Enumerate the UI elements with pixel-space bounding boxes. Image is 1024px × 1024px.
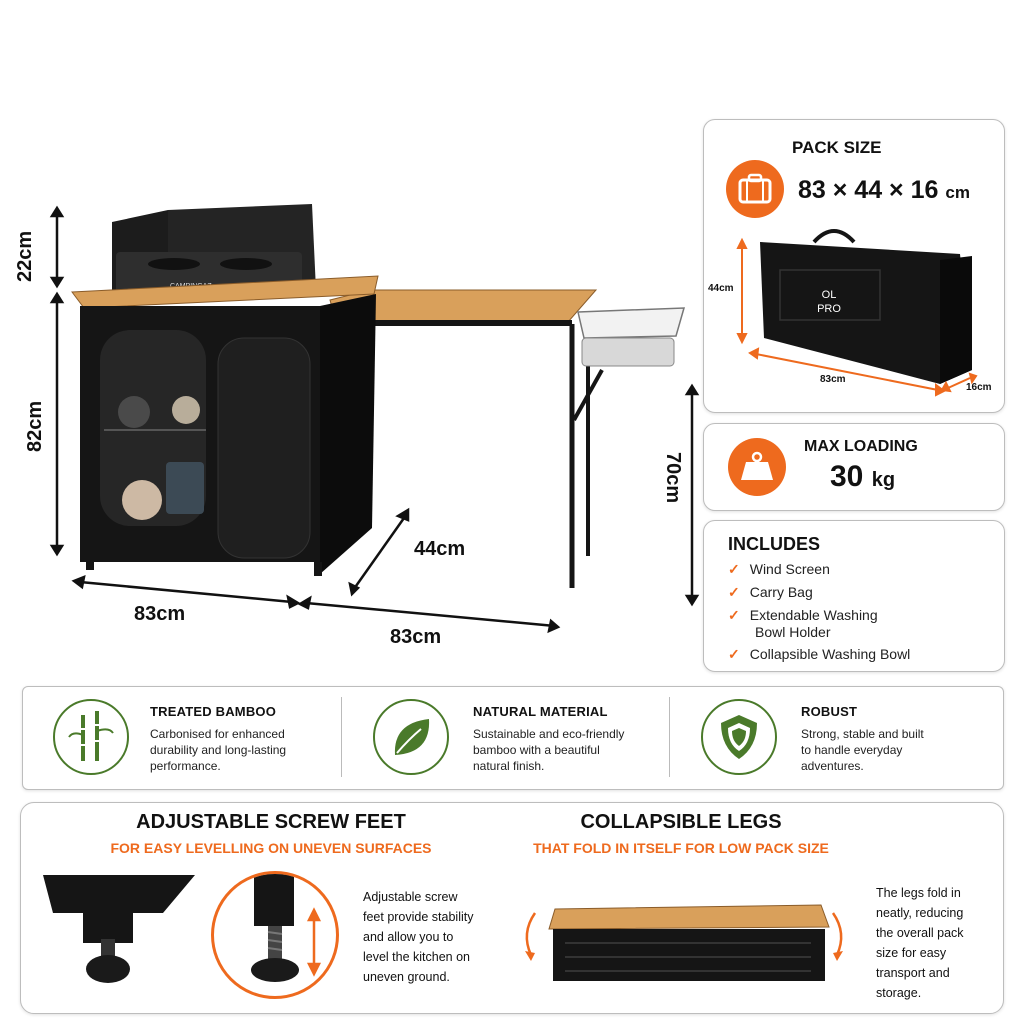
include-item: ✓Wind Screen [728,561,830,577]
depth-label: 44cm [414,538,466,560]
side-table [329,289,686,588]
bag-length-label: 83cm [820,374,846,385]
leaf-icon [373,699,449,775]
check-icon: ✓ [728,646,740,662]
collapsible-legs-subtitle: THAT FOLD IN ITSELF FOR LOW PACK SIZE [533,840,829,856]
pack-size-value: 83 × 44 × 16 cm [798,176,970,205]
include-item: ✓Extendable Washing [728,607,878,623]
dimension-arrows [49,205,700,634]
stove-height-label: 22cm [14,230,36,282]
weight-icon [728,438,786,496]
check-icon: ✓ [728,607,740,623]
check-icon: ✓ [728,584,740,600]
pack-size-unit: cm [945,183,970,202]
bag-logo-line1: OL [822,289,837,301]
screw-foot-zoom [211,871,339,999]
collapsible-legs-title: COLLAPSIBLE LEGS [580,811,782,833]
feature-title: TREATED BAMBOO [150,704,277,719]
feature-divider [669,697,670,777]
feature-title: ROBUST [801,704,858,719]
screw-foot-photo [43,875,195,983]
table-width-label: 83cm [390,626,442,648]
bottom-details-panel: ADJUSTABLE SCREW FEET FOR EASY LEVELLING… [20,802,1004,1014]
pack-size-card: PACK SIZE 83 × 44 × 16 cm OL PRO 44cm 83… [703,119,1005,413]
screw-feet-subtitle: FOR EASY LEVELLING ON UNEVEN SURFACES [110,840,432,856]
include-item: ✓Carry Bag [728,584,813,600]
includes-card: INCLUDES ✓Wind Screen ✓Carry Bag ✓Extend… [703,520,1005,672]
folded-table-photo [525,904,843,981]
max-loading-unit: kg [871,469,896,491]
bamboo-icon [53,699,129,775]
max-loading-value: 30 kg [830,460,895,494]
leg-height-label: 70cm [662,452,684,504]
cabinet-height-label: 82cm [24,400,46,452]
feature-divider [341,697,342,777]
bag-height-label: 44cm [708,283,734,294]
cabinet [71,275,379,576]
carry-bag: OL PRO [736,229,978,397]
cabinet-width-label: 83cm [134,603,186,625]
max-loading-heading: MAX LOADING [804,438,918,455]
max-loading-card: MAX LOADING 30 kg [703,423,1005,511]
pack-size-numbers: 83 × 44 × 16 [798,176,939,204]
product-illustration: CAMPINGAZ [49,204,700,634]
max-loading-number: 30 [830,460,864,493]
bag-logo-line2: PRO [817,303,841,315]
check-icon: ✓ [728,561,740,577]
screw-feet-title: ADJUSTABLE SCREW FEET [136,811,406,833]
shield-icon [701,699,777,775]
bag-depth-label: 16cm [966,382,992,393]
suitcase-icon [726,160,784,218]
feature-title: NATURAL MATERIAL [473,704,608,719]
include-item: ✓Collapsible Washing Bowl [728,646,911,662]
include-item-continued: Bowl Holder [755,624,831,640]
includes-heading: INCLUDES [728,534,821,554]
pack-size-heading: PACK SIZE [792,138,882,157]
